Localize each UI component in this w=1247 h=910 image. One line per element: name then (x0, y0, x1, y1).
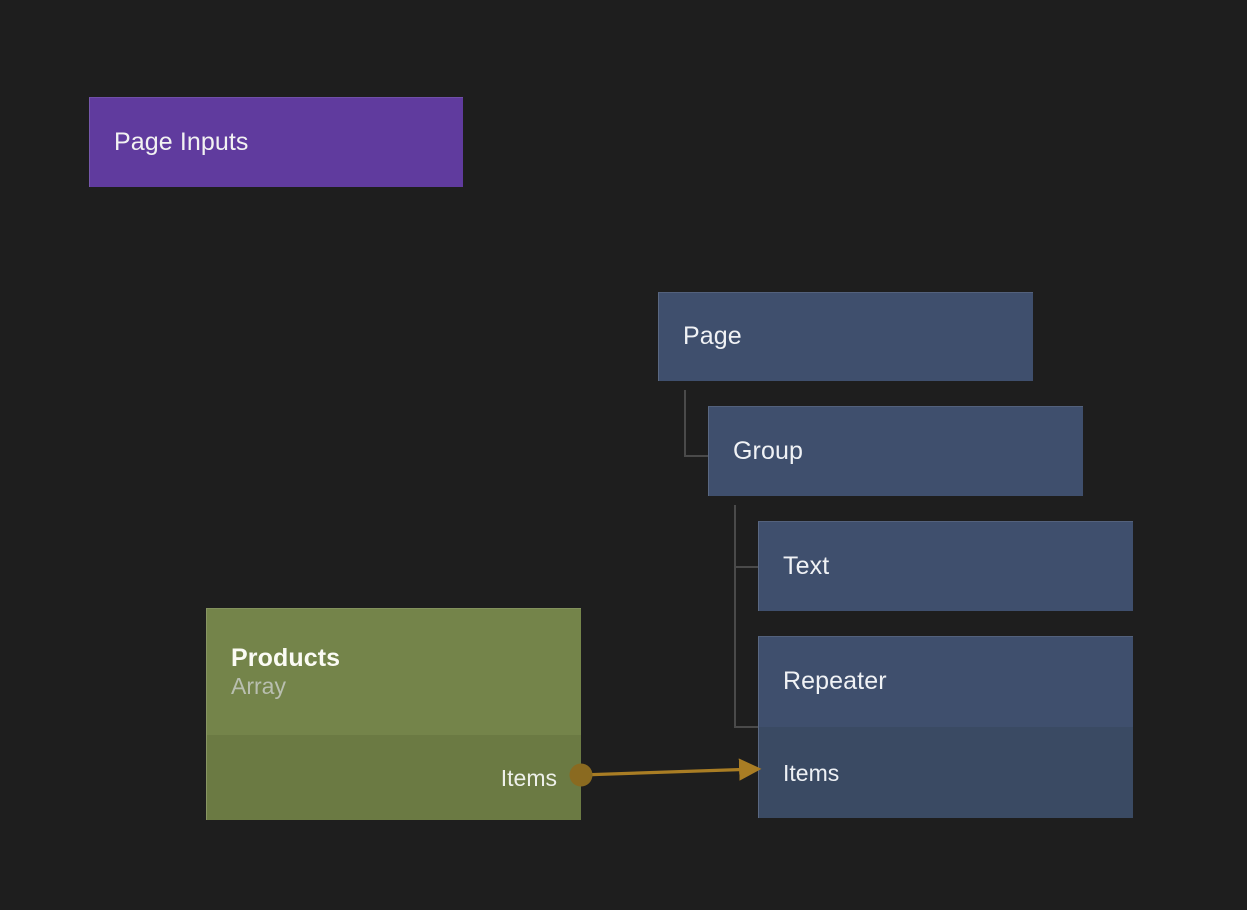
node-products-header: Products Array (207, 609, 581, 735)
node-page-header: Page (659, 293, 1033, 381)
node-page-title: Page (683, 322, 742, 351)
node-text[interactable]: Text (758, 521, 1133, 611)
node-repeater[interactable]: Repeater Items (758, 636, 1133, 818)
node-text-title: Text (783, 551, 830, 580)
port-repeater-items-in[interactable]: Items (759, 727, 1133, 818)
node-products-title: Products (231, 643, 341, 672)
edge-products-items-to-repeater-items[interactable] (580, 758, 762, 781)
node-page[interactable]: Page (658, 292, 1033, 381)
node-repeater-title: Repeater (783, 667, 887, 696)
node-page-inputs[interactable]: Page Inputs (89, 97, 463, 187)
node-text-header: Text (759, 522, 1133, 611)
tree-connector-group-text-branch (734, 566, 758, 568)
node-group[interactable]: Group (708, 406, 1083, 496)
node-page-inputs-header: Page Inputs (90, 98, 463, 187)
tree-connector-page-group-vertical (684, 390, 686, 457)
node-group-title: Group (733, 436, 803, 465)
tree-connector-page-group-horizontal (684, 455, 708, 457)
port-products-items-out[interactable]: Items (207, 735, 581, 820)
node-group-header: Group (709, 407, 1083, 496)
node-repeater-header: Repeater (759, 637, 1133, 727)
port-repeater-items-label: Items (783, 759, 840, 786)
port-products-items-label: Items (500, 764, 557, 791)
tree-connector-group-children-vertical (734, 505, 736, 728)
node-products[interactable]: Products Array Items (206, 608, 581, 820)
tree-connector-group-repeater-branch (734, 726, 758, 728)
node-page-inputs-title: Page Inputs (114, 127, 249, 156)
node-products-subtitle: Array (231, 673, 286, 700)
